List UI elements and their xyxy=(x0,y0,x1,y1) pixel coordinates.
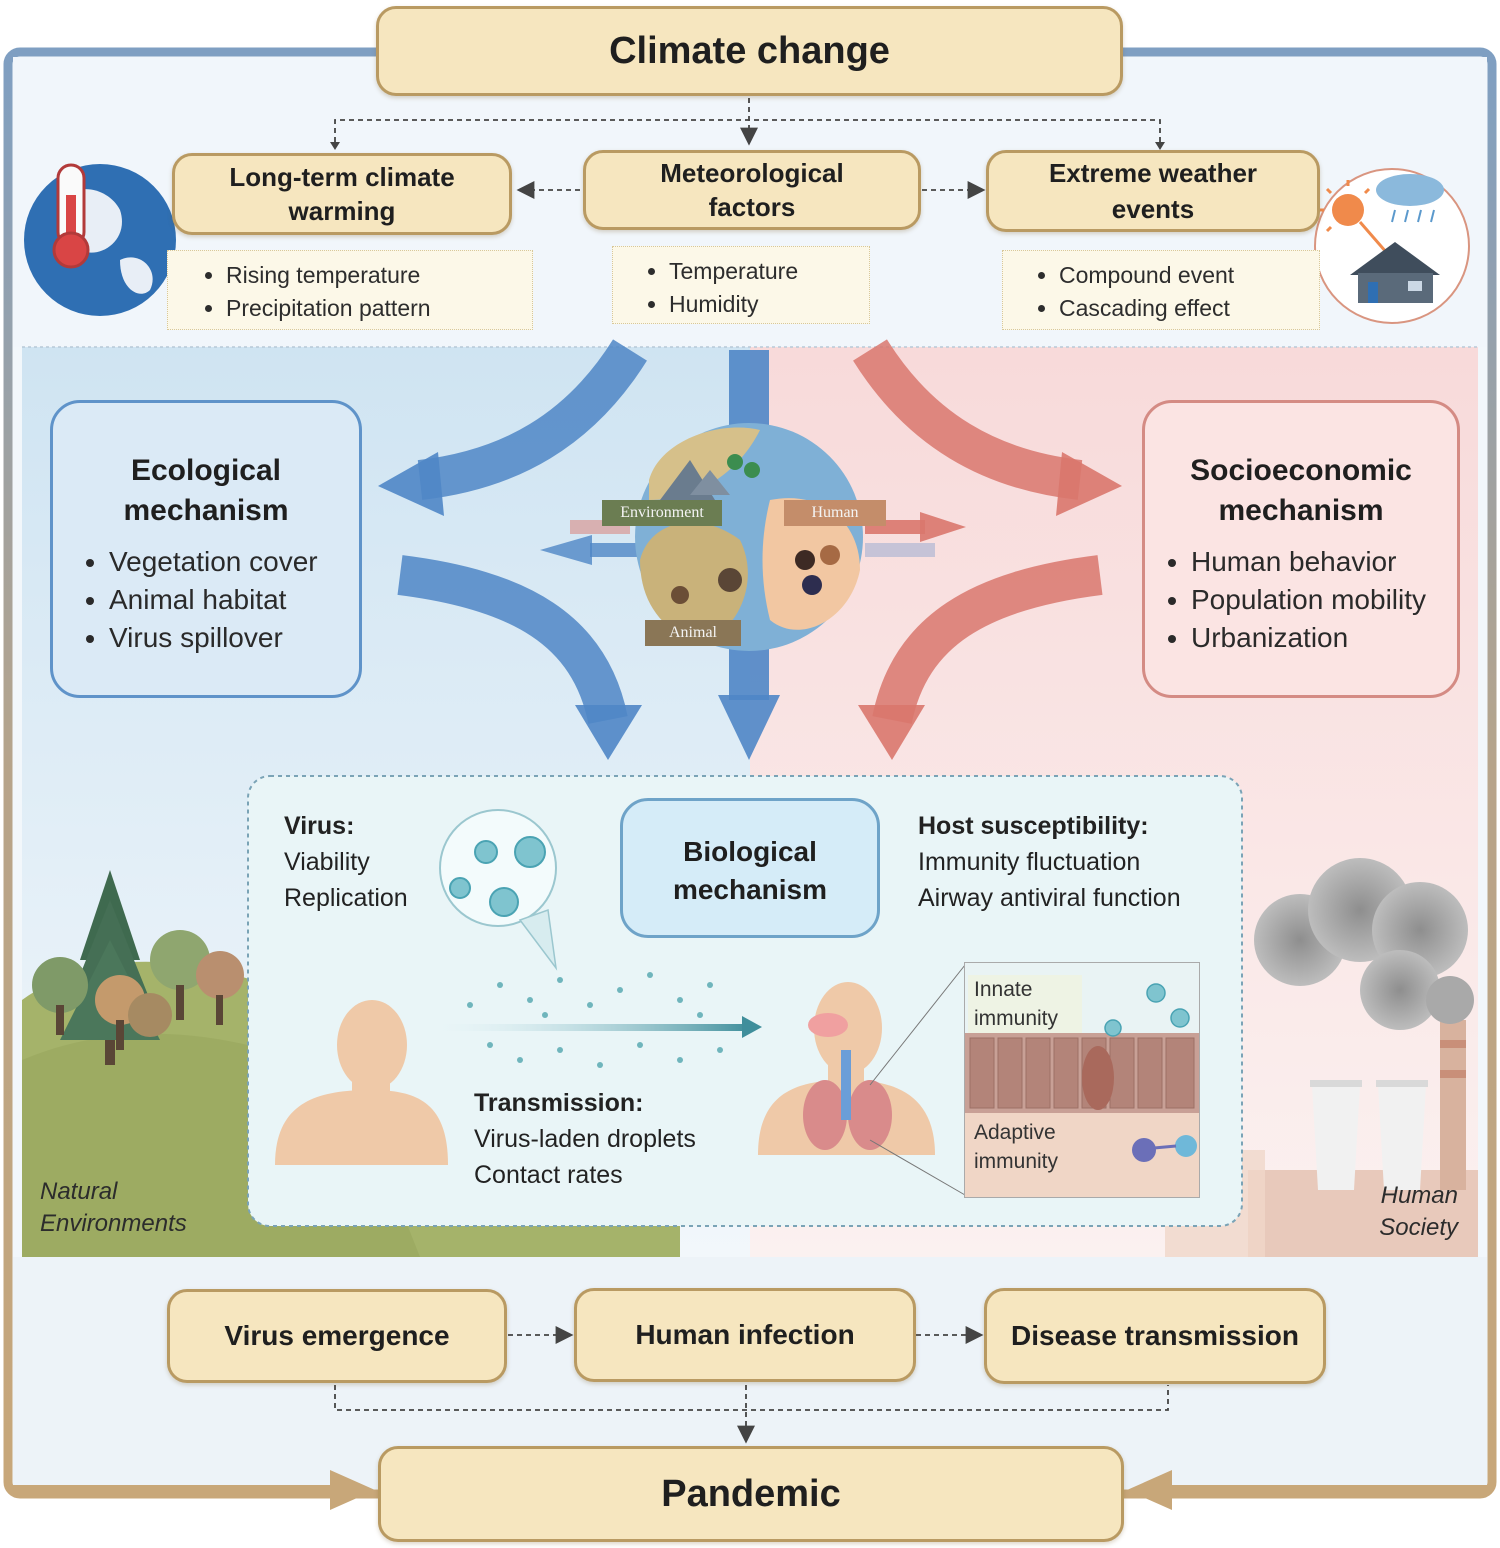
bullet-item: Humidity xyxy=(669,288,869,321)
meteorological-factors-line2: factors xyxy=(708,192,796,222)
pandemic-box: Pandemic xyxy=(378,1446,1124,1542)
bullet-item: Precipitation pattern xyxy=(226,292,532,325)
virus-item: Viability xyxy=(284,848,370,876)
ecological-mechanism-box: Ecological mechanism Vegetation cover An… xyxy=(50,400,362,698)
virus-emergence-box: Virus emergence xyxy=(167,1289,507,1383)
pandemic-label: Pandemic xyxy=(661,1472,841,1515)
innate-immunity-label: Innate immunity xyxy=(968,975,1082,1033)
long-term-warming-box: Long-term climate warming xyxy=(172,153,512,235)
long-term-warming-line1: Long-term climate xyxy=(229,162,455,192)
long-term-warming-bullets: Rising temperature Precipitation pattern xyxy=(167,250,533,330)
socioeconomic-item: Urbanization xyxy=(1191,619,1426,657)
long-term-warming-line2: warming xyxy=(288,196,396,226)
host-susceptibility-section: Host susceptibility: Immunity fluctuatio… xyxy=(918,808,1181,916)
transmission-section: Transmission: Virus-laden droplets Conta… xyxy=(474,1085,696,1193)
extreme-weather-box: Extreme weather events xyxy=(986,150,1320,232)
human-line1: Human xyxy=(1380,1182,1458,1209)
bullet-item: Cascading effect xyxy=(1059,292,1319,325)
transmission-item: Virus-laden droplets xyxy=(474,1125,696,1153)
natural-environments-label: Natural Environments xyxy=(40,1176,187,1240)
globe-human-label: Human xyxy=(784,500,886,526)
disease-transmission-box: Disease transmission xyxy=(984,1288,1326,1384)
transmission-heading: Transmission: xyxy=(474,1089,644,1117)
biological-title-line1: Biological xyxy=(683,836,817,867)
ecological-title-line2: mechanism xyxy=(123,494,289,527)
ecological-item: Animal habitat xyxy=(109,581,318,619)
socioeconomic-title-line2: mechanism xyxy=(1218,494,1384,527)
extreme-weather-line1: Extreme weather xyxy=(1048,158,1258,188)
biological-title-line2: mechanism xyxy=(672,874,828,905)
virus-emergence-label: Virus emergence xyxy=(224,1320,450,1351)
human-infection-box: Human infection xyxy=(574,1288,916,1382)
host-item: Immunity fluctuation xyxy=(918,848,1141,876)
socioeconomic-mechanism-box: Socioeconomic mechanism Human behavior P… xyxy=(1142,400,1460,698)
innate-line2: immunity xyxy=(974,1007,1059,1030)
human-society-label: Human Society xyxy=(1352,1180,1458,1244)
extreme-weather-line2: events xyxy=(1111,194,1195,224)
bullet-item: Temperature xyxy=(669,255,869,288)
human-line2: Society xyxy=(1379,1214,1458,1241)
meteorological-factors-box: Meteorological factors xyxy=(583,150,921,230)
transmission-item: Contact rates xyxy=(474,1161,623,1189)
meteorological-factors-line1: Meteorological xyxy=(660,158,844,188)
socioeconomic-title-line1: Socioeconomic xyxy=(1190,454,1412,487)
adaptive-immunity-label: Adaptive immunity xyxy=(974,1118,1058,1176)
climate-change-box: Climate change xyxy=(376,6,1123,96)
disease-transmission-label: Disease transmission xyxy=(1011,1320,1299,1351)
bullet-item: Rising temperature xyxy=(226,259,532,292)
meteorological-factors-bullets: Temperature Humidity xyxy=(612,246,870,324)
host-heading: Host susceptibility: xyxy=(918,812,1149,840)
human-infection-label: Human infection xyxy=(635,1319,855,1350)
socioeconomic-item: Human behavior xyxy=(1191,543,1426,581)
socioeconomic-item: Population mobility xyxy=(1191,581,1426,619)
extreme-weather-bullets: Compound event Cascading effect xyxy=(1002,250,1320,330)
virus-section: Virus: Viability Replication xyxy=(284,808,408,916)
adaptive-line1: Adaptive xyxy=(974,1121,1056,1144)
climate-change-label: Climate change xyxy=(609,29,890,72)
ecological-item: Virus spillover xyxy=(109,619,318,657)
adaptive-line2: immunity xyxy=(974,1150,1059,1173)
virus-heading: Virus: xyxy=(284,812,355,840)
host-item: Airway antiviral function xyxy=(918,884,1181,912)
ecological-title-line1: Ecological xyxy=(130,454,282,487)
virus-item: Replication xyxy=(284,884,408,912)
innate-line1: Innate xyxy=(974,978,1033,1001)
bullet-item: Compound event xyxy=(1059,259,1319,292)
ecological-item: Vegetation cover xyxy=(109,543,318,581)
globe-animal-label: Animal xyxy=(645,620,741,646)
natural-line1: Natural xyxy=(40,1178,118,1205)
biological-mechanism-box: Biological mechanism xyxy=(620,798,880,938)
natural-line2: Environments xyxy=(40,1210,187,1237)
globe-environment-label: Environment xyxy=(602,500,722,526)
